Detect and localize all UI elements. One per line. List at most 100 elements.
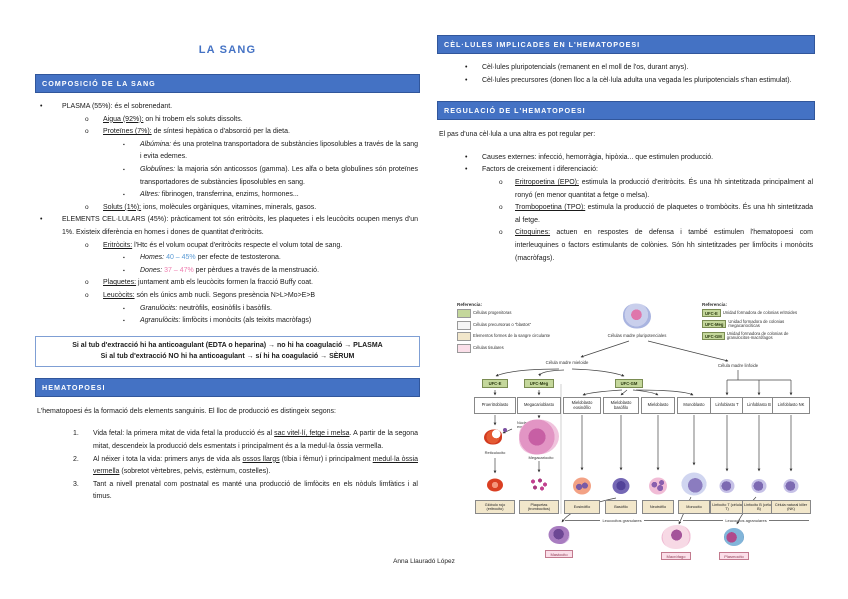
homes-range-value: 40 – 45% xyxy=(164,254,196,262)
bullet-citoquines: Citoquines: actuen en respostes de defen… xyxy=(437,227,815,265)
final-neutrofilo: Neutrófilo xyxy=(642,500,674,514)
bullet-marker xyxy=(85,126,103,139)
megacariocito-label: Megacariocito xyxy=(528,455,554,460)
numbered-item-2: Al néixer i tota la vida: primers anys d… xyxy=(35,454,420,479)
bullet-marker xyxy=(123,303,140,316)
final-globulo-rojo: Glóbulo rojo (eritrocito) xyxy=(475,500,515,514)
note-line-1: Si al tub d'extracció hi ha anticoagulan… xyxy=(72,341,383,349)
bullet-marker xyxy=(499,177,515,202)
ufc-e-chip: UFC-E xyxy=(702,309,721,317)
legend-swatch-elementos xyxy=(457,332,471,341)
bullet-albumina: Albúmina: és una proteïna transportadora… xyxy=(35,139,420,164)
expelled-nucleus-dot xyxy=(503,428,507,432)
number-marker xyxy=(73,454,93,479)
group-leucocitos-agranulares: Leucocitos agranulares xyxy=(683,518,809,523)
bullet-marker xyxy=(40,214,62,239)
section-heading-composicio: COMPOSICIÓ DE LA SANG xyxy=(35,74,420,93)
hematopoesi-intro: L'hematopoesi és la formació dels elemen… xyxy=(37,407,337,415)
bullet-agranulocits: Agranulòcits: limfòcits i monòcits (als … xyxy=(35,315,420,328)
bullet-marker xyxy=(499,227,515,265)
bullet-marker xyxy=(40,101,62,114)
neutrophil-cell-illustration xyxy=(649,477,667,495)
group-leucocitos-granulares: Leucocitos granulares xyxy=(565,518,679,523)
bullet-pluripotencials: Cèl·lules pluripotencials (remanent en e… xyxy=(437,62,815,75)
bullet-marker xyxy=(499,202,515,227)
legend-swatch-precursoras xyxy=(457,320,471,330)
megakaryocyte-cell-illustration xyxy=(519,419,559,455)
bullet-marker xyxy=(85,290,103,303)
right-column: CÈL·LULES IMPLICADES EN L'HEMATOPOESI Cè… xyxy=(437,35,815,265)
bullet-tpo: Trombopoetina (TPO): estimula la producc… xyxy=(437,202,815,227)
dones-range-value: 37 – 47% xyxy=(162,266,194,274)
legend-item: Elementos formes de la sangre circulante xyxy=(457,332,569,341)
regulacio-intro: El pas d'una cèl·lula a una altra es pot… xyxy=(439,131,596,139)
ufc-meg-chip: UFC-Meg xyxy=(702,320,727,329)
bullet-proteines: Proteïnes (7%): de síntesi hepàtica o d'… xyxy=(35,126,420,139)
bullet-marker xyxy=(465,62,482,75)
diagram-legend-cell-types: Referencia: Células progenitoras Células… xyxy=(457,302,569,355)
macrophage-cell-illustration xyxy=(661,525,691,549)
bullet-plaquetes: Plaquetes: juntament amb els leucòcits f… xyxy=(35,277,420,290)
section-heading-hematopoesi: HEMATOPOESI xyxy=(35,377,420,397)
legend-item: Células progenitoras xyxy=(457,309,569,318)
numbered-item-1: Vida fetal: la primera mitat de vida fet… xyxy=(35,428,420,453)
monocyte-cell-illustration xyxy=(681,472,707,496)
bullet-altres: Altres: fibrinogen, transferrina, enzims… xyxy=(35,189,420,202)
platelets-illustration xyxy=(529,477,549,493)
final-eosinofilo: Eosinófilo xyxy=(564,500,600,514)
ufc-gm-chip: UFC-GM xyxy=(702,332,725,341)
note-line-2: Si al tub d'extracció NO hi ha anticoagu… xyxy=(100,353,355,361)
bullet-marker xyxy=(85,240,103,253)
bullet-dones: Dones: 37 – 47% per pèrdues a través de … xyxy=(35,265,420,278)
bullet-elements: ELEMENTS CEL·LULARS (45%): pràcticament … xyxy=(35,214,420,239)
section-heading-celules: CÈL·LULES IMPLICADES EN L'HEMATOPOESI xyxy=(437,35,815,54)
numbered-item-3: Tant a nivell prenatal com postnatal es … xyxy=(35,479,420,504)
legend-swatch-tisulares xyxy=(457,343,471,353)
bullet-homes: Homes: 40 – 45% per efecte de testostero… xyxy=(35,252,420,265)
ufc-meg-box: UFC-Meg xyxy=(524,379,554,388)
bullet-causes: Causes externes: infecció, hemorràgia, h… xyxy=(437,152,815,165)
red-blood-cell-illustration xyxy=(487,478,503,492)
final-plaquetas: Plaquetas (trombocitos) xyxy=(519,500,559,514)
blast-mieloblasto: Mieloblasto xyxy=(641,397,675,414)
section-heading-regulacio: REGULACIÓ DE L'HEMATOPOESI xyxy=(437,101,815,121)
bullet-marker xyxy=(85,114,103,127)
lymphoid-stem-label: Célula madre linfoide xyxy=(717,363,759,368)
bullet-plasma: PLASMA (55%): és el sobrenedant. xyxy=(35,101,420,114)
root-label: Células madre pluripotenciales xyxy=(607,333,667,338)
final-monocito: Monocito xyxy=(678,500,710,514)
final-linfocito-t: Linfocito T (célula T) xyxy=(710,500,744,514)
tissue-macrofago: Macrófago xyxy=(661,552,691,560)
blast-monoblasto: Monoblasto xyxy=(677,397,711,414)
bullet-soluts: Soluts (1%): ions, molècules orgàniques,… xyxy=(35,202,420,215)
hematopoiesis-diagram: Referencia: Células progenitoras Células… xyxy=(455,300,815,568)
bullet-marker xyxy=(123,252,140,265)
plasma-cell-illustration xyxy=(724,528,744,546)
bullet-marker xyxy=(123,265,140,278)
bullet-marker xyxy=(123,164,140,189)
bullet-marker xyxy=(465,75,482,88)
bullet-marker xyxy=(123,189,140,202)
blast-mieloblasto-eosinofilo: Mieloblasto eosinófilo xyxy=(563,397,601,414)
bullet-marker xyxy=(85,202,103,215)
page-title: LA SANG xyxy=(198,44,257,56)
blast-linfoblasto-b: Linfoblasto B xyxy=(742,397,776,414)
bullet-granulocits: Granulòcits: neutròfils, eosinòfils i ba… xyxy=(35,303,420,316)
blast-linfoblasto-t: Linfoblasto T xyxy=(710,397,744,414)
legend-title: Referencia: xyxy=(702,302,728,307)
bullet-marker xyxy=(85,277,103,290)
t-lymphocyte-cell-illustration xyxy=(719,479,735,493)
bullet-marker xyxy=(465,164,482,177)
legend-item: Células precursoras o "blastos" xyxy=(457,320,569,330)
nk-cell-illustration xyxy=(783,479,799,493)
number-marker xyxy=(73,479,93,504)
final-celula-nk: Célula natural killer (NK) xyxy=(771,500,811,514)
eosinophil-cell-illustration xyxy=(573,477,591,495)
number-marker xyxy=(73,428,93,453)
bullet-globulines: Globulines: la majoria són anticossos (g… xyxy=(35,164,420,189)
tissue-plasmocito: Plasmocito xyxy=(719,552,749,560)
legend-item: Células tisulares xyxy=(457,343,569,353)
